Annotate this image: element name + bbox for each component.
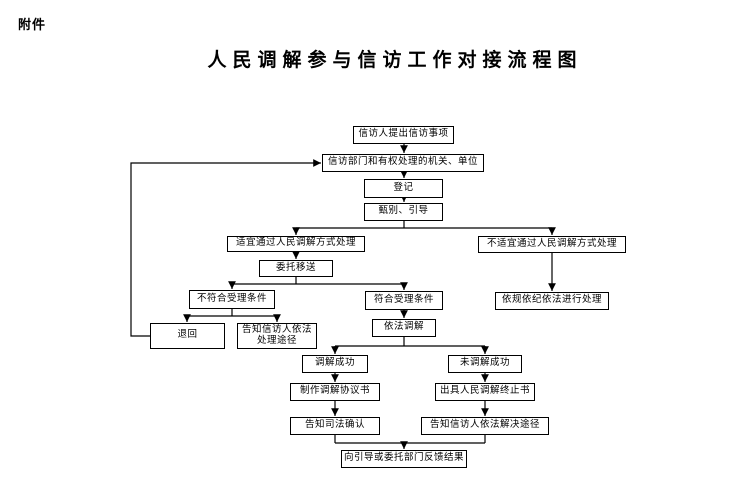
node-inform-legal-resolve: 告知信访人依法解决途径 — [421, 417, 549, 435]
node-judicial-confirm: 告知司法确认 — [290, 417, 380, 435]
node-issue-termination: 出具人民调解终止书 — [435, 383, 535, 401]
node-feedback-result: 向引导或委托部门反馈结果 — [341, 450, 467, 468]
attachment-label: 附件 — [18, 17, 47, 32]
connector — [335, 337, 485, 347]
node-inform-legal-channel: 告知信访人依法 处理途径 — [237, 323, 317, 349]
node-make-agreement: 制作调解协议书 — [290, 383, 380, 401]
connector — [187, 309, 277, 317]
node-return: 退回 — [150, 323, 225, 349]
node-suitable-mediation: 适宜通过人民调解方式处理 — [227, 236, 365, 252]
node-petition-authority: 信访部门和有权处理的机关、单位 — [322, 154, 484, 172]
node-unsuitable-mediation: 不适宜通过人民调解方式处理 — [478, 236, 626, 253]
page-title: 人民调解参与信访工作对接流程图 — [207, 50, 583, 71]
node-handle-per-law: 依规依纪依法进行处理 — [495, 292, 609, 310]
connector-lines — [130, 144, 556, 449]
node-screen-guide: 甄别、引导 — [364, 203, 443, 221]
node-meet-conditions: 符合受理条件 — [365, 291, 443, 310]
connector — [232, 277, 404, 285]
node-register: 登记 — [364, 179, 443, 198]
connector — [334, 435, 486, 444]
connector — [296, 221, 552, 229]
node-mediate-per-law: 依法调解 — [372, 319, 436, 337]
node-mediation-fail: 未调解成功 — [448, 355, 522, 373]
connector-feedback — [130, 159, 321, 337]
node-petition-submitted: 信访人提出信访事项 — [353, 126, 454, 144]
node-mediation-success: 调解成功 — [302, 355, 368, 373]
node-entrust-transfer: 委托移送 — [259, 260, 333, 277]
node-not-meet-conditions: 不符合受理条件 — [189, 290, 275, 309]
